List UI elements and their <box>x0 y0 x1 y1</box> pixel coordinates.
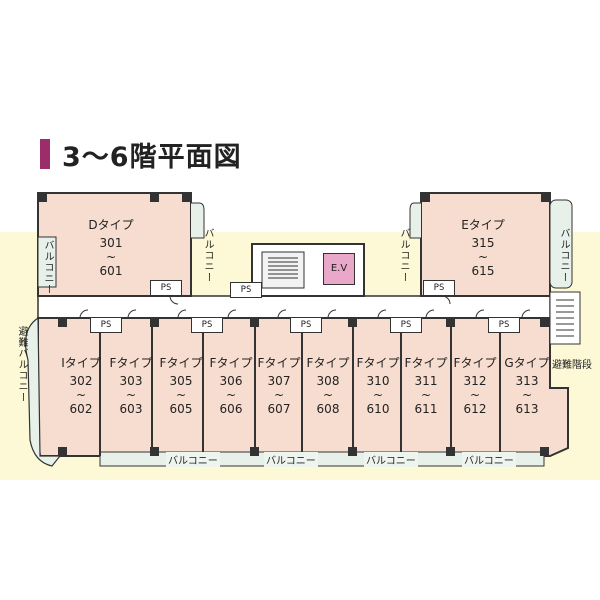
unit-tilde: ~ <box>322 388 334 402</box>
balcony-label: バルコニー <box>42 240 53 295</box>
unit-type: Fタイプ <box>404 356 448 370</box>
unit-label-307: Fタイプ 307 ~ 607 <box>256 354 302 418</box>
unit-to: 608 <box>316 402 340 416</box>
unit-label-i: Iタイプ 302 ~ 602 <box>58 354 104 418</box>
unit-tilde: ~ <box>372 388 384 402</box>
balcony-label: バルコニー <box>166 452 220 467</box>
unit-label-308: Fタイプ 308 ~ 608 <box>305 354 351 418</box>
unit-to: 602 <box>69 402 93 416</box>
corridor <box>37 295 551 319</box>
balcony-label: バルコニー <box>202 228 213 283</box>
unit-type: Fタイプ <box>306 356 350 370</box>
evacuation-stairs-label: 避難階段 <box>552 360 592 371</box>
unit-d-room <box>37 192 192 297</box>
unit-tilde: ~ <box>125 388 137 402</box>
unit-to: 606 <box>219 402 243 416</box>
unit-type: Iタイプ <box>61 356 101 370</box>
unit-tilde: ~ <box>273 388 285 402</box>
stair-treads <box>268 257 298 279</box>
ps-box: PS <box>390 317 422 333</box>
unit-type: Gタイプ <box>504 356 550 370</box>
unit-tilde: ~ <box>175 388 187 402</box>
unit-type: Fタイプ <box>159 356 203 370</box>
unit-type: Fタイプ <box>453 356 497 370</box>
unit-to: 605 <box>169 402 193 416</box>
unit-label-310: Fタイプ 310 ~ 610 <box>355 354 401 418</box>
unit-label-g: Gタイプ 313 ~ 613 <box>502 354 552 418</box>
unit-to: 615 <box>471 264 495 278</box>
unit-from: 307 <box>267 374 291 388</box>
unit-tilde: ~ <box>521 388 533 402</box>
unit-label-e: Eタイプ 315 ~ 615 <box>458 216 508 280</box>
unit-to: 603 <box>119 402 143 416</box>
unit-from: 315 <box>471 236 495 250</box>
balcony-label: バルコニー <box>364 452 418 467</box>
elevator: E.V <box>323 253 355 285</box>
unit-label-d: Dタイプ 301 ~ 601 <box>86 216 136 280</box>
unit-type: Fタイプ <box>257 356 301 370</box>
balcony-label: バルコニー <box>558 228 569 283</box>
unit-type: Fタイプ <box>356 356 400 370</box>
unit-label-311: Fタイプ 311 ~ 611 <box>403 354 449 418</box>
unit-label-305: Fタイプ 305 ~ 605 <box>158 354 204 418</box>
balcony-label: バルコニー <box>264 452 318 467</box>
unit-tilde: ~ <box>75 388 87 402</box>
unit-e-room <box>420 192 551 297</box>
unit-label-306: Fタイプ 306 ~ 606 <box>208 354 254 418</box>
unit-type: Fタイプ <box>209 356 253 370</box>
title-area: 3〜6階平面図 <box>40 137 242 173</box>
title-accent-bar <box>40 139 50 169</box>
door-swings <box>79 295 531 319</box>
balcony-e-left <box>409 202 421 239</box>
ps-box: PS <box>423 280 455 296</box>
unit-from: 306 <box>219 374 243 388</box>
ps-box: PS <box>290 317 322 333</box>
unit-label-312: Fタイプ 312 ~ 612 <box>452 354 498 418</box>
ps-box: PS <box>488 317 520 333</box>
unit-tilde: ~ <box>420 388 432 402</box>
ps-box: PS <box>150 280 182 296</box>
evacuation-balcony-label: 避難バルコニー <box>16 326 27 403</box>
unit-to: 612 <box>463 402 487 416</box>
unit-from: 313 <box>515 374 539 388</box>
unit-from: 301 <box>99 236 123 250</box>
unit-from: 302 <box>69 374 93 388</box>
unit-tilde: ~ <box>477 250 489 264</box>
columns <box>38 193 550 456</box>
unit-from: 308 <box>316 374 340 388</box>
unit-type: Eタイプ <box>461 218 505 232</box>
ps-box: PS <box>90 317 122 333</box>
unit-from: 312 <box>463 374 487 388</box>
unit-type: Fタイプ <box>109 356 153 370</box>
unit-from: 305 <box>169 374 193 388</box>
unit-to: 607 <box>267 402 291 416</box>
ps-box: PS <box>191 317 223 333</box>
balcony-d-right <box>191 202 205 239</box>
balcony-label: バルコニー <box>462 452 516 467</box>
page-title: 3〜6階平面図 <box>62 141 242 173</box>
unit-to: 611 <box>414 402 438 416</box>
unit-to: 613 <box>515 402 539 416</box>
unit-tilde: ~ <box>469 388 481 402</box>
unit-type: Dタイプ <box>88 218 134 232</box>
unit-partitions <box>99 318 501 456</box>
balcony-label: バルコニー <box>398 228 409 283</box>
unit-to: 610 <box>366 402 390 416</box>
unit-tilde: ~ <box>225 388 237 402</box>
unit-to: 601 <box>99 264 123 278</box>
balcony-e-right <box>549 199 573 289</box>
ps-box: PS <box>230 282 262 298</box>
evacuation-stairs-treads <box>556 299 574 337</box>
balcony-d-left <box>37 236 57 288</box>
unit-tilde: ~ <box>105 250 117 264</box>
evacuation-balcony <box>25 316 62 467</box>
unit-from: 310 <box>366 374 390 388</box>
unit-from: 303 <box>119 374 143 388</box>
unit-label-303: Fタイプ 303 ~ 603 <box>108 354 154 418</box>
unit-from: 311 <box>414 374 438 388</box>
